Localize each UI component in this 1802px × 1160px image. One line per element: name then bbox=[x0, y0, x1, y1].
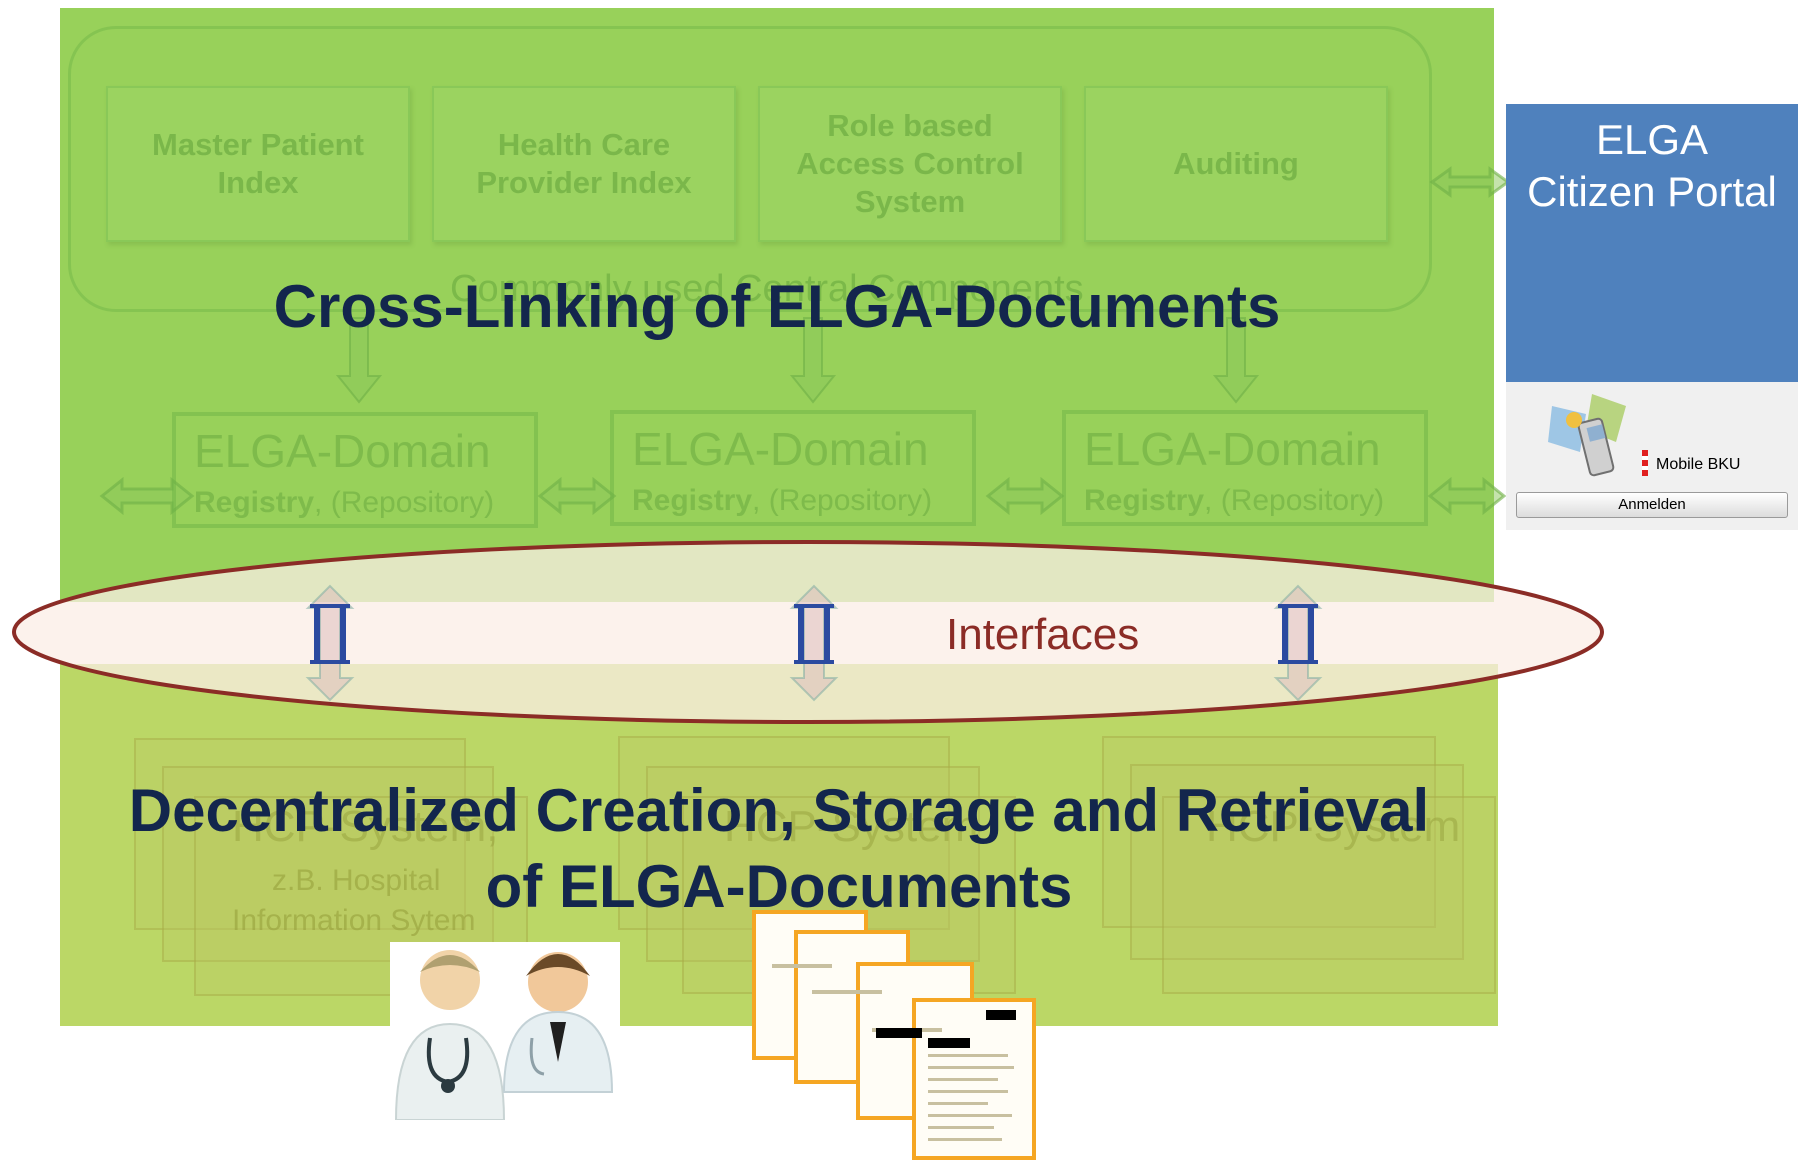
double-arrow-1-2 bbox=[537, 476, 617, 516]
hcp-sub1: z.B. Hospital bbox=[272, 864, 441, 897]
cross-linking-panel bbox=[60, 8, 1494, 602]
hcp-stack-2-mid bbox=[646, 766, 980, 962]
domain-title: ELGA-Domain bbox=[1084, 423, 1381, 475]
hcp-title: HCP-System, bbox=[232, 802, 499, 851]
documents-icon bbox=[752, 910, 1036, 1160]
domain-repository: , (Repository) bbox=[752, 484, 933, 517]
domain-subtitle: Registry, (Repository) bbox=[1084, 484, 1384, 518]
hcp-stack-1-back bbox=[134, 738, 466, 930]
down-arrow-3 bbox=[1212, 317, 1260, 404]
elga-domain-3: ELGA-Domain Registry, (Repository) bbox=[1062, 410, 1428, 526]
domain-registry: Registry bbox=[1084, 484, 1205, 517]
health-care-provider-index-box: Health Care Provider Index bbox=[432, 86, 736, 242]
domain-registry: Registry bbox=[632, 484, 753, 517]
down-arrow-1 bbox=[335, 317, 383, 404]
hcp-stack-2-back bbox=[618, 736, 950, 930]
double-arrow-left bbox=[99, 476, 195, 516]
domain-repository: , (Repository) bbox=[1204, 484, 1385, 517]
portal-title-line2: Citizen Portal bbox=[1527, 168, 1777, 215]
citizen-portal-panel: ELGA Citizen Portal Mobile BKU Anmelden bbox=[1506, 104, 1798, 530]
interfaces-label: Interfaces bbox=[946, 610, 1140, 659]
portal-header bbox=[1506, 104, 1798, 382]
hcp-system-2: HCP-System bbox=[682, 796, 1016, 994]
down-arrow-2 bbox=[789, 317, 837, 404]
domain-title: ELGA-Domain bbox=[632, 423, 929, 475]
hcp-stack-1-mid bbox=[162, 766, 494, 962]
auditing-box: Auditing bbox=[1084, 86, 1388, 242]
decentralized-title-line2: of ELGA-Documents bbox=[485, 853, 1073, 920]
master-patient-index-box: Master Patient Index bbox=[106, 86, 410, 242]
domain-subtitle: Registry, (Repository) bbox=[194, 486, 494, 520]
hcp-system-1: HCP-System, z.B. Hospital Information Sy… bbox=[194, 796, 528, 996]
elga-domain-2: ELGA-Domain Registry, (Repository) bbox=[610, 410, 976, 526]
mobile-bku-label: Mobile BKU bbox=[1656, 456, 1741, 473]
central-components-label: Commonly used Central Components bbox=[450, 268, 1084, 310]
mobile-phone-icon bbox=[1548, 394, 1626, 477]
domain-subtitle: Registry, (Repository) bbox=[632, 484, 932, 518]
elga-domain-1: ELGA-Domain Registry, (Repository) bbox=[172, 412, 538, 528]
domain-title: ELGA-Domain bbox=[194, 425, 491, 477]
portal-title-line1: ELGA bbox=[1595, 116, 1709, 163]
domain-registry: Registry bbox=[194, 486, 315, 519]
interface-arrow-2 bbox=[789, 584, 839, 702]
central-components-group bbox=[68, 26, 1432, 312]
role-based-access-control-box: Role based Access Control System bbox=[758, 86, 1062, 242]
hcp-sub2: Information Sytem bbox=[232, 904, 476, 937]
anmelden-button[interactable]: Anmelden bbox=[1516, 492, 1788, 518]
hcp-title: HCP-System bbox=[724, 802, 979, 851]
cross-linking-title: Cross-Linking of ELGA-Documents bbox=[273, 273, 1281, 340]
mobile-bku-logo-mark bbox=[1642, 450, 1648, 476]
hcp-stack-3-back bbox=[1102, 736, 1436, 928]
vertical-interface-arrows bbox=[305, 584, 1323, 702]
hcp-title: HCP-System bbox=[1206, 802, 1461, 851]
double-arrow-right bbox=[1427, 476, 1507, 516]
decentralized-title-line1: Decentralized Creation, Storage and Retr… bbox=[128, 777, 1430, 844]
interface-arrow-1 bbox=[305, 584, 355, 702]
hcp-system-3: HCP-System bbox=[1162, 796, 1496, 994]
domain-repository: , (Repository) bbox=[314, 486, 495, 519]
interface-arrow-3 bbox=[1273, 584, 1323, 702]
document-stack bbox=[752, 910, 1036, 1160]
doctors-icon bbox=[390, 942, 620, 1120]
hcp-stack-3-mid bbox=[1130, 764, 1464, 960]
